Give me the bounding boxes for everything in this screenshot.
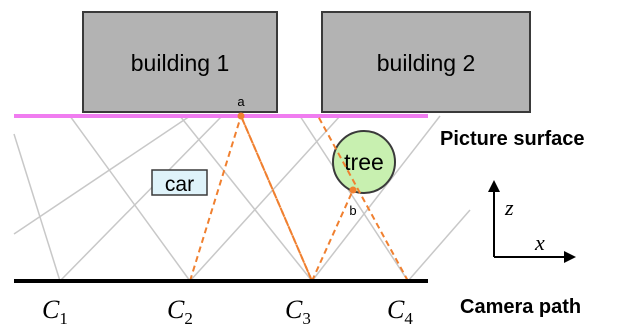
frustum-line-9 <box>407 209 471 282</box>
dashed-ray-1 <box>189 115 242 282</box>
car: car <box>151 169 208 196</box>
camera-path-label: Camera path <box>460 296 581 318</box>
tree-label: tree <box>344 149 384 175</box>
dashed-ray-3 <box>311 189 354 282</box>
building-1-label: building 1 <box>131 50 229 76</box>
building-2-box <box>321 11 531 113</box>
point-a-label: a <box>237 94 245 109</box>
point-a-marker <box>237 112 245 120</box>
tree-circle <box>332 130 396 194</box>
building-2: building 2 <box>321 11 531 113</box>
car-box <box>151 169 208 196</box>
coordinate-axes: z x <box>488 180 576 263</box>
x-axis-arrowhead <box>564 251 576 263</box>
camera-label-c2: C2 <box>167 295 193 328</box>
building-1-box <box>82 11 278 113</box>
dashed-rays <box>189 115 409 282</box>
z-axis-arrowhead <box>488 180 500 192</box>
building-1: building 1 <box>82 11 278 113</box>
camera-label-c3: C3 <box>285 295 311 328</box>
picture-surface-label: Picture surface <box>440 128 585 150</box>
building-2-label: building 2 <box>377 50 475 76</box>
frustum-line-8 <box>311 115 441 282</box>
camera-label-c1: C1 <box>42 295 68 328</box>
camera-frustum-lines <box>13 115 471 282</box>
point-b-label: b <box>349 203 356 218</box>
tree: tree <box>332 130 396 194</box>
dashed-ray-4 <box>317 115 409 282</box>
x-axis-label: x <box>534 230 545 255</box>
camera-label-c4: C4 <box>387 295 413 328</box>
frustum-line-6 <box>189 115 341 282</box>
car-label: car <box>165 173 194 196</box>
frustum-line-2 <box>13 115 191 235</box>
frustum-line-4 <box>69 115 191 282</box>
point-b-marker <box>349 186 357 194</box>
frustum-line-1 <box>13 133 61 282</box>
frustum-line-5 <box>179 115 313 282</box>
frustum-line-7 <box>299 115 409 282</box>
z-axis-label: z <box>504 195 514 220</box>
frustum-line-3 <box>59 115 223 282</box>
